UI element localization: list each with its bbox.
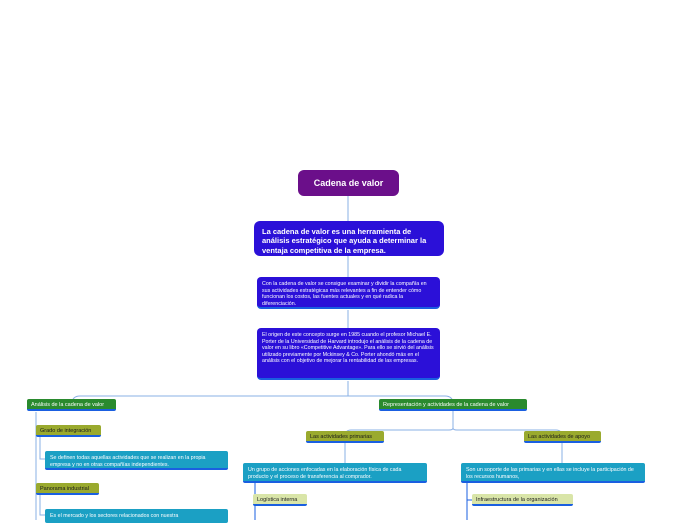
grado-label: Grado de integración (40, 428, 92, 434)
infra-label: Infraestructura de la organización (476, 497, 558, 503)
logistica-label: Logística interna (257, 497, 298, 503)
primarias-desc-node[interactable]: Un grupo de acciones enfocadas en la ela… (243, 463, 427, 483)
description-node-1[interactable]: Con la cadena de valor se consigue exami… (257, 277, 440, 309)
primarias-desc-text: Un grupo de acciones enfocadas en la ela… (248, 467, 402, 480)
primarias-node[interactable]: Las actividades primarias (306, 431, 384, 443)
root-node[interactable]: Cadena de valor (298, 170, 399, 196)
right-branch-node[interactable]: Representación y actividades de la caden… (379, 399, 527, 411)
description-text-1: Con la cadena de valor se consigue exami… (262, 281, 427, 307)
apoyo-label: Las actividades de apoyo (528, 434, 591, 440)
summary-node[interactable]: La cadena de valor es una herramienta de… (254, 221, 444, 256)
apoyo-desc-text: Son un soporte de las primarias y en ell… (466, 467, 634, 480)
panorama-node[interactable]: Panorama industrial (36, 483, 99, 495)
root-label: Cadena de valor (313, 178, 384, 188)
infra-node[interactable]: Infraestructura de la organización (472, 494, 573, 506)
description-text-2: El origen de este concepto surge en 1985… (262, 332, 434, 365)
panorama-desc-node[interactable]: Es el mercado y los sectores relacionado… (45, 509, 228, 523)
left-branch-node[interactable]: Análisis de la cadena de valor (27, 399, 116, 411)
primarias-label: Las actividades primarias (310, 434, 373, 440)
panorama-desc-text: Es el mercado y los sectores relacionado… (50, 513, 179, 519)
panorama-label: Panorama industrial (40, 486, 89, 492)
apoyo-desc-node[interactable]: Son un soporte de las primarias y en ell… (461, 463, 645, 483)
summary-text: La cadena de valor es una herramienta de… (262, 227, 427, 255)
grado-desc-node[interactable]: Se definen todas aquellas actividades qu… (45, 451, 228, 470)
logistica-node[interactable]: Logística interna (253, 494, 307, 506)
left-branch-label: Análisis de la cadena de valor (31, 402, 105, 408)
grado-node[interactable]: Grado de integración (36, 425, 101, 437)
description-node-2[interactable]: El origen de este concepto surge en 1985… (257, 328, 440, 380)
link-grado-desc (39, 437, 45, 460)
apoyo-node[interactable]: Las actividades de apoyo (524, 431, 601, 443)
grado-desc-text: Se definen todas aquellas actividades qu… (50, 455, 206, 468)
right-branch-label: Representación y actividades de la caden… (383, 402, 509, 408)
link-panorama-desc (39, 495, 45, 516)
